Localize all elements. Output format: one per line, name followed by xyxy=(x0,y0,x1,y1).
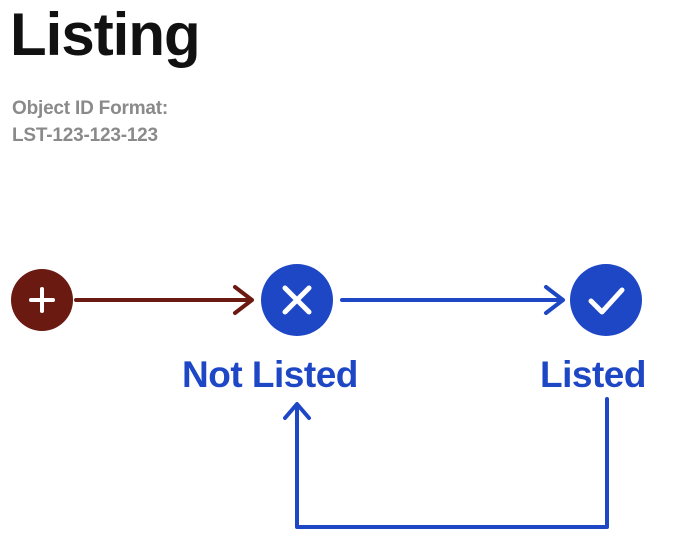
transition-listed-to-not-listed xyxy=(283,397,609,529)
transition-line xyxy=(295,397,609,529)
arrowhead-icon xyxy=(283,402,311,420)
transition-not-listed-to-listed xyxy=(340,285,565,315)
object-id-format-value: LST-123-123-123 xyxy=(12,125,158,146)
close-icon xyxy=(282,285,312,315)
state-label-listed: Listed xyxy=(540,354,646,395)
page-title: Listing xyxy=(10,1,201,68)
state-circle xyxy=(570,264,642,336)
object-id-format-label: Object ID Format: xyxy=(12,98,169,119)
transition-start-to-not-listed xyxy=(74,285,254,315)
state-node-not-listed xyxy=(261,264,333,336)
check-icon xyxy=(588,287,625,315)
arrowhead-icon xyxy=(233,285,254,315)
plus-icon xyxy=(29,287,55,313)
state-label-not-listed: Not Listed xyxy=(182,354,358,395)
arrowhead-icon xyxy=(544,285,565,315)
state-node-listed xyxy=(570,264,642,336)
start-node xyxy=(11,269,73,331)
object-id-format: Object ID Format: LST-123-123-123 xyxy=(12,95,168,149)
